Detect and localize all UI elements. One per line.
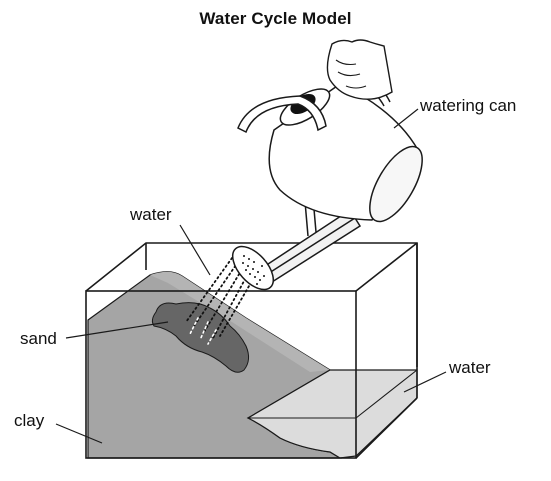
watering-can-bottom <box>369 145 423 223</box>
leader-water-pool <box>403 371 447 393</box>
rose-holes <box>242 255 265 285</box>
hand <box>326 39 393 100</box>
label-water-spray: water <box>130 205 172 224</box>
tank-front <box>85 242 418 459</box>
water-drops-light <box>189 317 217 345</box>
leader-water-spray <box>179 224 211 276</box>
water-pool <box>246 369 418 459</box>
leader-watering-can <box>393 108 419 129</box>
diagram-title: Water Cycle Model <box>199 9 352 28</box>
label-clay: clay <box>14 411 45 430</box>
watering-can <box>231 71 423 291</box>
clay-top-face <box>150 271 330 372</box>
watering-can-handle <box>237 95 327 134</box>
label-watering-can: watering can <box>420 96 517 115</box>
leader-sand <box>65 321 169 339</box>
water-drops <box>185 257 257 341</box>
leader-clay <box>55 423 103 444</box>
label-water-pool: water <box>449 358 491 377</box>
leader-lines <box>55 108 447 444</box>
label-sand: sand <box>20 329 57 348</box>
